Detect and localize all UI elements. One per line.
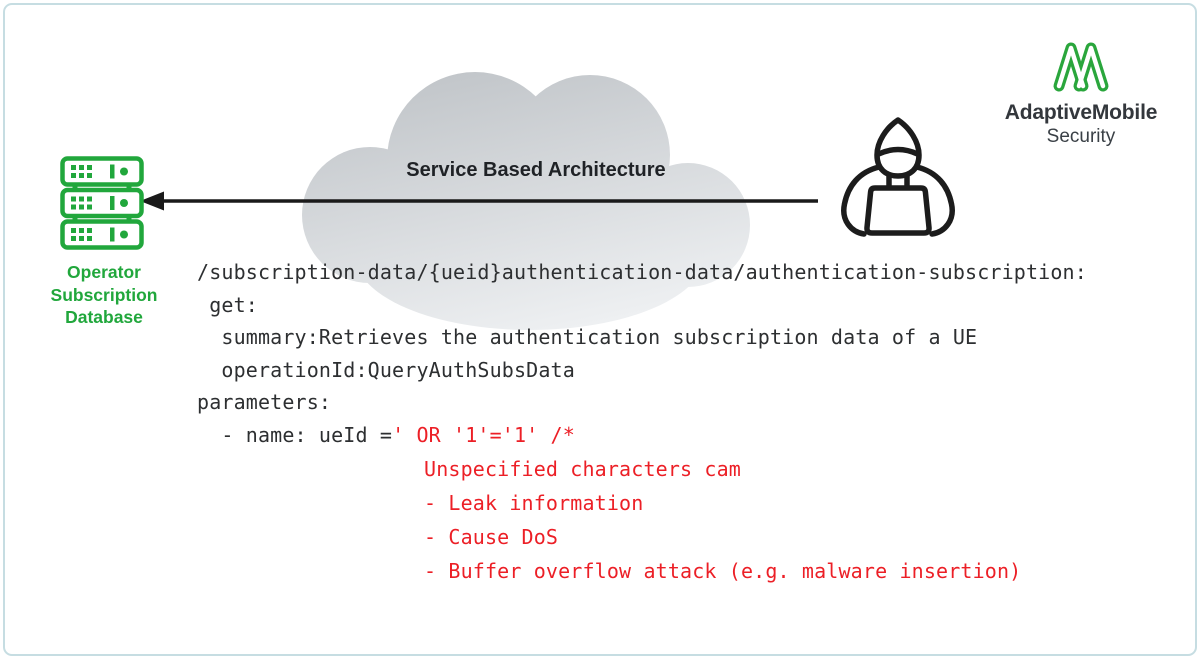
database-label-line: Operator	[67, 262, 141, 282]
brand-name: AdaptiveMobile	[1004, 101, 1158, 124]
database-label-line: Subscription	[50, 284, 158, 305]
left-arrow	[140, 191, 818, 211]
attack-note: Unspecified characters cam	[424, 457, 741, 481]
hacker-laptop-icon	[841, 117, 955, 237]
attack-note: - Buffer overflow attack (e.g. malware i…	[424, 559, 1022, 583]
code-line-summary: summary:Retrieves the authentication sub…	[197, 325, 978, 350]
cloud-title: Service Based Architecture	[406, 159, 666, 181]
code-line-operationid: operationId:QueryAuthSubsData	[197, 357, 575, 382]
ueid-param: - name: ueId =	[197, 422, 393, 447]
database-label-line: Database	[65, 307, 143, 327]
code-line-ueid: - name: ueId =' OR '1'='1' /*	[197, 419, 1087, 452]
database-label: Operator Subscription Database	[18, 261, 190, 329]
code-line-get: get:	[197, 292, 258, 317]
code-line-path: /subscription-data/{ueid}authentication-…	[197, 260, 1087, 284]
server-rack-icon	[60, 156, 144, 250]
attack-note: - Leak information	[424, 491, 644, 515]
code-line-parameters: parameters:	[197, 390, 332, 415]
cloud-shape	[302, 72, 750, 330]
adaptivemobile-loops-icon	[1053, 42, 1109, 92]
attack-note: - Cause DoS	[424, 525, 559, 549]
brand-subname: Security	[1046, 126, 1116, 147]
code-block: /subscription-data/{ueid}authentication-…	[197, 256, 1087, 452]
sql-injection-payload: ' OR '1'='1' /*	[392, 422, 575, 447]
attack-notes: Unspecified characters cam - Leak inform…	[424, 452, 1021, 588]
